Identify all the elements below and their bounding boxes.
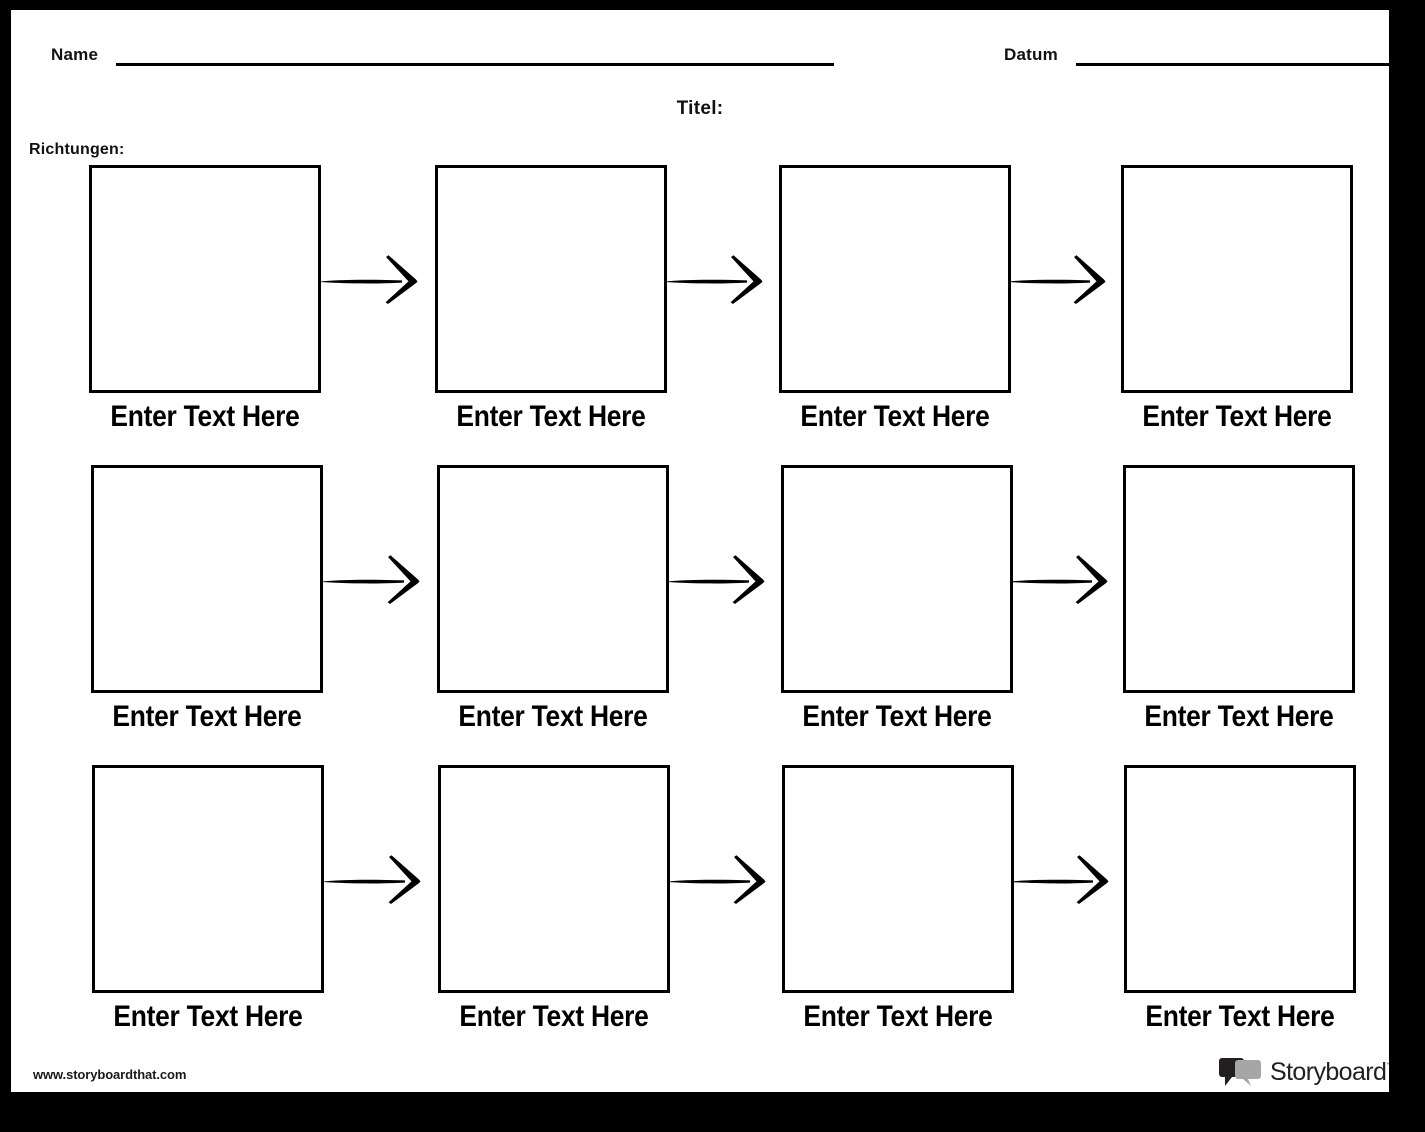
arrow-right-icon (318, 251, 430, 309)
storyboard-row: Enter Text Here Enter Text Here (11, 165, 1389, 465)
storyboard-cell-box[interactable] (1124, 765, 1356, 993)
storyboard-grid: Enter Text Here Enter Text Here (11, 165, 1389, 1065)
storyboard-cell[interactable]: Enter Text Here (435, 165, 667, 433)
arrow-right-icon (1009, 851, 1121, 909)
speech-bubbles-icon (1219, 1058, 1261, 1086)
logo-text-storyboard: Storyboard (1270, 1058, 1387, 1086)
arrow-right-icon (1008, 551, 1120, 609)
arrow-right-icon (1006, 251, 1118, 309)
storyboard-row: Enter Text Here Enter Text Here (11, 465, 1389, 765)
storyboard-cell-box[interactable] (91, 465, 323, 693)
name-write-line[interactable] (116, 62, 835, 66)
storyboardthat-logo[interactable]: StoryboardThat (1219, 1056, 1389, 1089)
storyboard-cell[interactable]: Enter Text Here (89, 165, 321, 433)
storyboard-cell-box[interactable] (435, 165, 667, 393)
date-write-line[interactable] (1075, 62, 1389, 66)
directions-label[interactable]: Richtungen: (29, 141, 125, 158)
storyboard-cell-caption[interactable]: Enter Text Here (456, 400, 646, 433)
storyboard-cell[interactable]: Enter Text Here (438, 765, 670, 1033)
storyboard-cell[interactable]: Enter Text Here (781, 465, 1013, 733)
storyboard-row: Enter Text Here Enter Text Here (11, 765, 1389, 1065)
storyboard-cell-box[interactable] (1121, 165, 1353, 393)
storyboard-cell-box[interactable] (781, 465, 1013, 693)
storyboard-cell[interactable]: Enter Text Here (1123, 465, 1355, 733)
storyboard-cell-caption[interactable]: Enter Text Here (803, 1000, 993, 1033)
storyboard-cell-box[interactable] (782, 765, 1014, 993)
storyboard-cell-box[interactable] (89, 165, 321, 393)
storyboard-cell-caption[interactable]: Enter Text Here (1145, 1000, 1335, 1033)
storyboard-cell-caption[interactable]: Enter Text Here (802, 700, 992, 733)
storyboard-cell-caption[interactable]: Enter Text Here (1142, 400, 1332, 433)
title-label[interactable]: Titel: (676, 98, 724, 119)
storyboard-cell[interactable]: Enter Text Here (1124, 765, 1356, 1033)
storyboard-cell-box[interactable] (779, 165, 1011, 393)
storyboard-cell-caption[interactable]: Enter Text Here (800, 400, 990, 433)
storyboard-cell-caption[interactable]: Enter Text Here (113, 1000, 303, 1033)
name-field[interactable]: Name (51, 45, 835, 66)
storyboard-cell-caption[interactable]: Enter Text Here (458, 700, 648, 733)
worksheet-sheet: Name Datum Titel: Richtungen: Enter Text… (11, 10, 1389, 1092)
storyboard-cell[interactable]: Enter Text Here (779, 165, 1011, 433)
storyboard-cell-caption[interactable]: Enter Text Here (112, 700, 302, 733)
arrow-right-icon (320, 551, 432, 609)
storyboard-cell[interactable]: Enter Text Here (1121, 165, 1353, 433)
storyboard-cell-box[interactable] (92, 765, 324, 993)
storyboard-cell-box[interactable] (438, 765, 670, 993)
storyboard-cell[interactable]: Enter Text Here (92, 765, 324, 1033)
storyboard-cell-caption[interactable]: Enter Text Here (1144, 700, 1334, 733)
storyboard-cell[interactable]: Enter Text Here (91, 465, 323, 733)
logo-text-that: That (1386, 1058, 1389, 1086)
storyboard-cell-box[interactable] (437, 465, 669, 693)
storyboard-cell-box[interactable] (1123, 465, 1355, 693)
storyboard-cell[interactable]: Enter Text Here (782, 765, 1014, 1033)
arrow-right-icon (321, 851, 433, 909)
logo-wordmark: StoryboardThat (1270, 1060, 1389, 1085)
date-label: Datum (1004, 45, 1058, 64)
storyboard-cell[interactable]: Enter Text Here (437, 465, 669, 733)
date-field[interactable]: Datum (1004, 46, 1389, 66)
storyboard-cell-caption[interactable]: Enter Text Here (459, 1000, 649, 1033)
footer-website-url[interactable]: www.storyboardthat.com (33, 1067, 187, 1082)
arrow-right-icon (666, 851, 778, 909)
arrow-right-icon (663, 251, 775, 309)
name-label: Name (51, 45, 99, 64)
storyboard-cell-caption[interactable]: Enter Text Here (110, 400, 300, 433)
arrow-right-icon (665, 551, 777, 609)
